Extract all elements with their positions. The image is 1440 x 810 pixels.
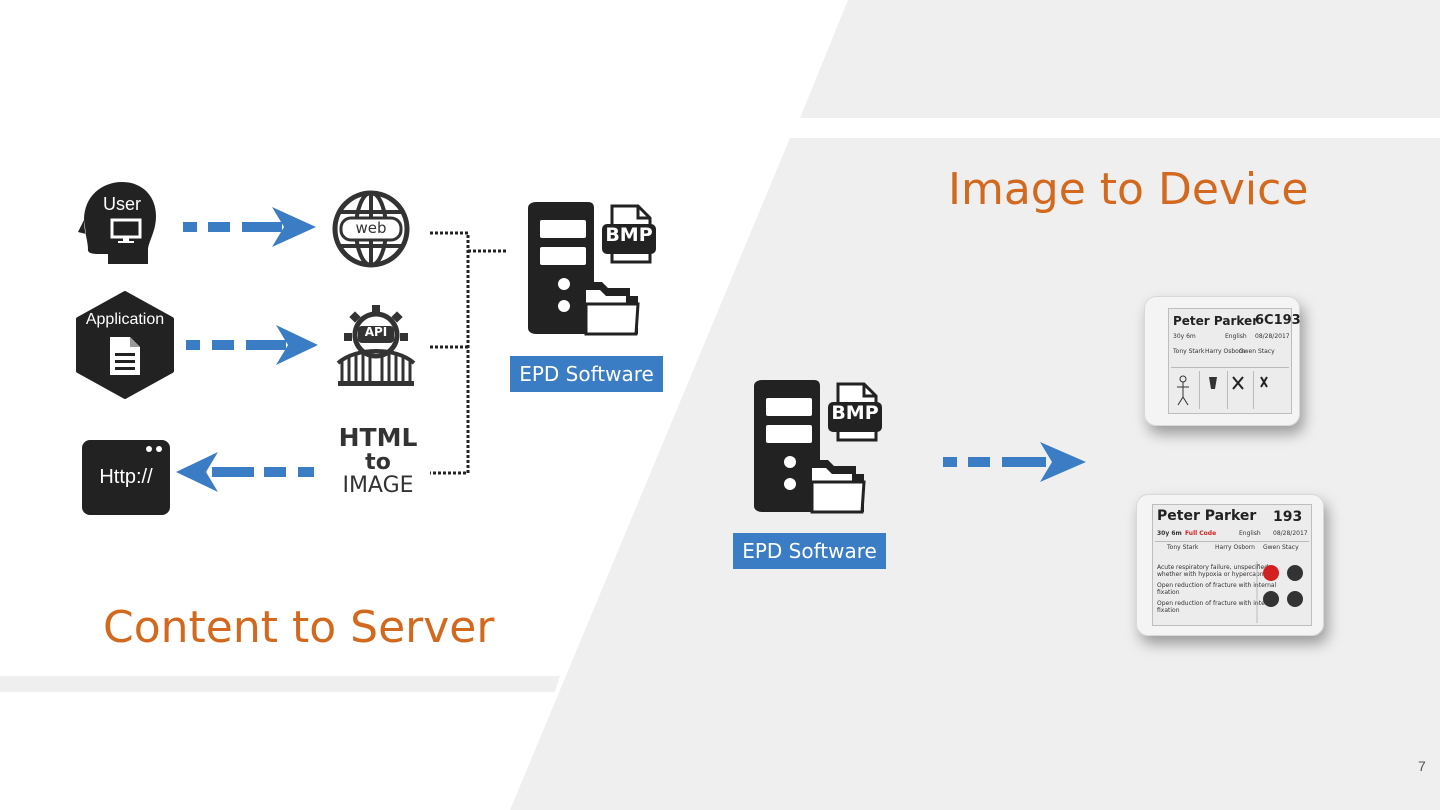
left-gray-strip <box>0 676 560 692</box>
patient-age: 30y 6m <box>1157 530 1182 537</box>
arrow-left-icon <box>176 452 314 492</box>
contact-1: Tony Stark <box>1173 348 1205 355</box>
to-text: to <box>365 450 391 476</box>
divider <box>1171 367 1289 368</box>
care-icons <box>1177 375 1268 406</box>
bmp-badge: BMP <box>831 402 879 424</box>
browser-window-icon <box>82 440 170 515</box>
patient-name: Peter Parker <box>1157 508 1257 524</box>
room-number: 6C193 <box>1255 313 1301 328</box>
diagnosis-note: whether with hypoxia or hypercapnia <box>1157 571 1269 578</box>
procedure-note: fixation <box>1157 589 1180 596</box>
admission-date: 08/28/2017 <box>1273 530 1308 537</box>
cell-divider <box>1199 371 1200 409</box>
api-label: API <box>364 325 388 339</box>
html-text: HTML <box>338 423 418 452</box>
diagnosis-note: Acute respiratory failure, unspecified <box>1157 564 1269 571</box>
epaper-screen: Peter Parker 193 30y 6m Full Code Englis… <box>1152 504 1312 626</box>
http-label: Http:// <box>99 466 153 488</box>
arrow-right-icon <box>183 207 316 247</box>
application-label: Application <box>85 311 165 328</box>
image-text: IMAGE <box>342 473 414 499</box>
patient-language: English <box>1225 333 1247 340</box>
epaper-device-1: Peter Parker 6C193 30y 6m English 08/28/… <box>1144 296 1301 426</box>
procedure-note: Open reduction of fracture with internal <box>1157 582 1277 589</box>
application-document-hexagon-icon <box>76 291 174 399</box>
procedure-note: Open reduction of fracture with internal <box>1157 600 1277 607</box>
html-to-image-icon: HTML to IMAGE <box>330 423 426 499</box>
arrow-right-icon <box>186 325 318 365</box>
bmp-badge: BMP <box>605 224 653 246</box>
patient-age: 30y 6m <box>1173 333 1196 340</box>
page-number: 7 <box>1418 758 1426 774</box>
cell-divider <box>1253 371 1254 409</box>
contact-2: Harry Osborn <box>1205 348 1245 355</box>
contact-2: Harry Osborn <box>1215 544 1255 551</box>
image-to-device-title: Image to Device <box>948 164 1309 215</box>
divider <box>1155 541 1309 542</box>
epd-software-label: EPD Software <box>510 356 663 392</box>
web-globe-icon <box>332 190 410 268</box>
content-to-server-title: Content to Server <box>103 602 495 653</box>
api-gateway-icon <box>336 305 416 386</box>
contact-1: Tony Stark <box>1167 544 1199 551</box>
procedure-note: fixation <box>1157 607 1180 614</box>
user-label: User <box>103 194 142 214</box>
epaper-device-2: Peter Parker 193 30y 6m Full Code Englis… <box>1136 494 1324 636</box>
user-head-monitor-icon <box>78 182 156 264</box>
patient-language: English <box>1239 530 1261 537</box>
admission-date: 08/28/2017 <box>1255 333 1290 340</box>
contact-3: Gwen Stacy <box>1239 348 1275 355</box>
room-number: 193 <box>1273 509 1303 525</box>
cell-divider <box>1227 371 1228 409</box>
contact-3: Gwen Stacy <box>1263 544 1299 551</box>
arrow-right-icon <box>943 442 1086 482</box>
server-bmp-folder-icon <box>754 380 882 514</box>
care-icons <box>1256 561 1303 623</box>
web-label: web <box>355 219 387 237</box>
epd-software-label: EPD Software <box>733 533 886 569</box>
top-gray-band <box>800 0 1440 118</box>
patient-name: Peter Parker <box>1173 314 1259 328</box>
code-status: Full Code <box>1185 530 1217 537</box>
dotted-connector <box>430 231 506 475</box>
server-bmp-folder-icon <box>528 202 656 336</box>
epaper-screen: Peter Parker 6C193 30y 6m English 08/28/… <box>1168 308 1301 414</box>
